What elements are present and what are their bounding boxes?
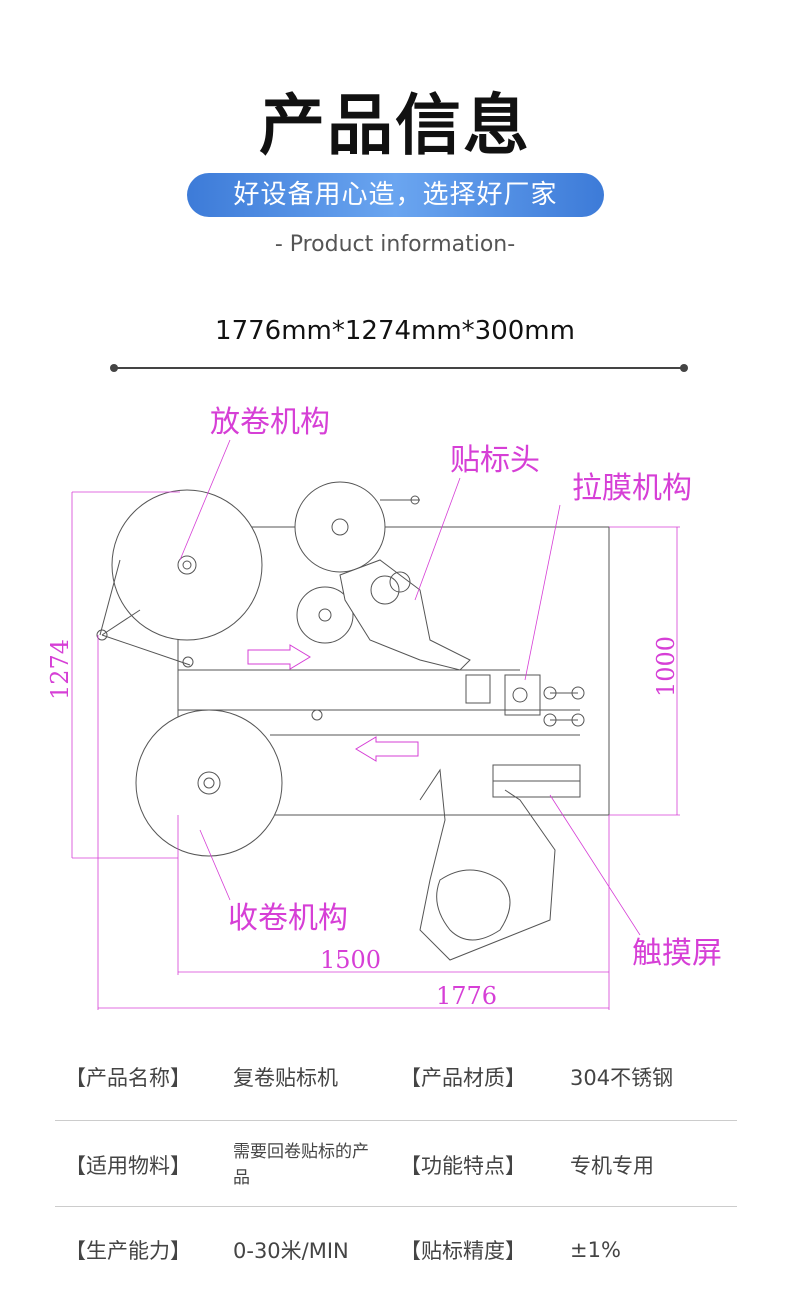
label-label-head: 贴标头 xyxy=(450,443,540,478)
spec-key: 【产品材质】 xyxy=(400,1066,526,1090)
spec-key: 【产品名称】 xyxy=(65,1066,191,1090)
spec-row: 【生产能力】 0-30米/MIN 【贴标精度】 ±1% xyxy=(55,1207,737,1293)
page-title: 产品信息 xyxy=(259,87,531,164)
spec-key: 【适用物料】 xyxy=(65,1154,191,1178)
row-divider xyxy=(55,1206,737,1207)
spec-value: 304不锈钢 xyxy=(570,1066,674,1090)
spec-key: 【生产能力】 xyxy=(65,1239,191,1263)
spec-key: 【贴标精度】 xyxy=(400,1239,526,1263)
divider-dot xyxy=(680,364,688,372)
row-divider xyxy=(55,1120,737,1121)
backing-roll xyxy=(294,481,386,573)
divider-dot xyxy=(110,364,118,372)
rewind-roll xyxy=(135,709,283,857)
label-film-pull: 拉膜机构 xyxy=(572,471,692,506)
spec-key: 【功能特点】 xyxy=(400,1154,526,1178)
spec-value: 0-30米/MIN xyxy=(233,1239,349,1263)
subtitle: - Product information- xyxy=(274,232,516,257)
label-rewind: 收卷机构 xyxy=(228,901,348,936)
dim-1500: 1500 xyxy=(320,946,381,974)
operator-figure xyxy=(419,768,556,961)
divider xyxy=(114,367,684,369)
spec-row: 【产品名称】 复卷贴标机 【产品材质】 304不锈钢 xyxy=(55,1034,737,1120)
dimensions-text: 1776mm*1274mm*300mm xyxy=(215,316,575,346)
dim-1000: 1000 xyxy=(652,636,680,697)
label-unwind: 放卷机构 xyxy=(210,405,330,440)
arrow-right-icon xyxy=(247,644,311,670)
spec-row: 【适用物料】 需要回卷贴标的产品 【功能特点】 专机专用 xyxy=(55,1122,737,1208)
label-touchscreen: 触摸屏 xyxy=(632,936,722,971)
spec-value: 需要回卷贴标的产品 xyxy=(233,1142,369,1188)
spec-value: ±1% xyxy=(570,1238,621,1262)
label-head xyxy=(339,559,471,671)
dim-1776: 1776 xyxy=(436,982,497,1010)
unwind-roll xyxy=(111,489,263,641)
slogan-banner: 好设备用心造，选择好厂家 xyxy=(187,173,604,217)
arrow-left-icon xyxy=(355,736,419,762)
spec-value: 专机专用 xyxy=(570,1154,654,1178)
machine-diagram: 放卷机构 贴标头 拉膜机构 收卷机构 触摸屏 1274 1000 1500 17… xyxy=(46,405,722,1010)
dim-1274: 1274 xyxy=(46,639,74,700)
spec-value: 复卷贴标机 xyxy=(233,1066,338,1090)
